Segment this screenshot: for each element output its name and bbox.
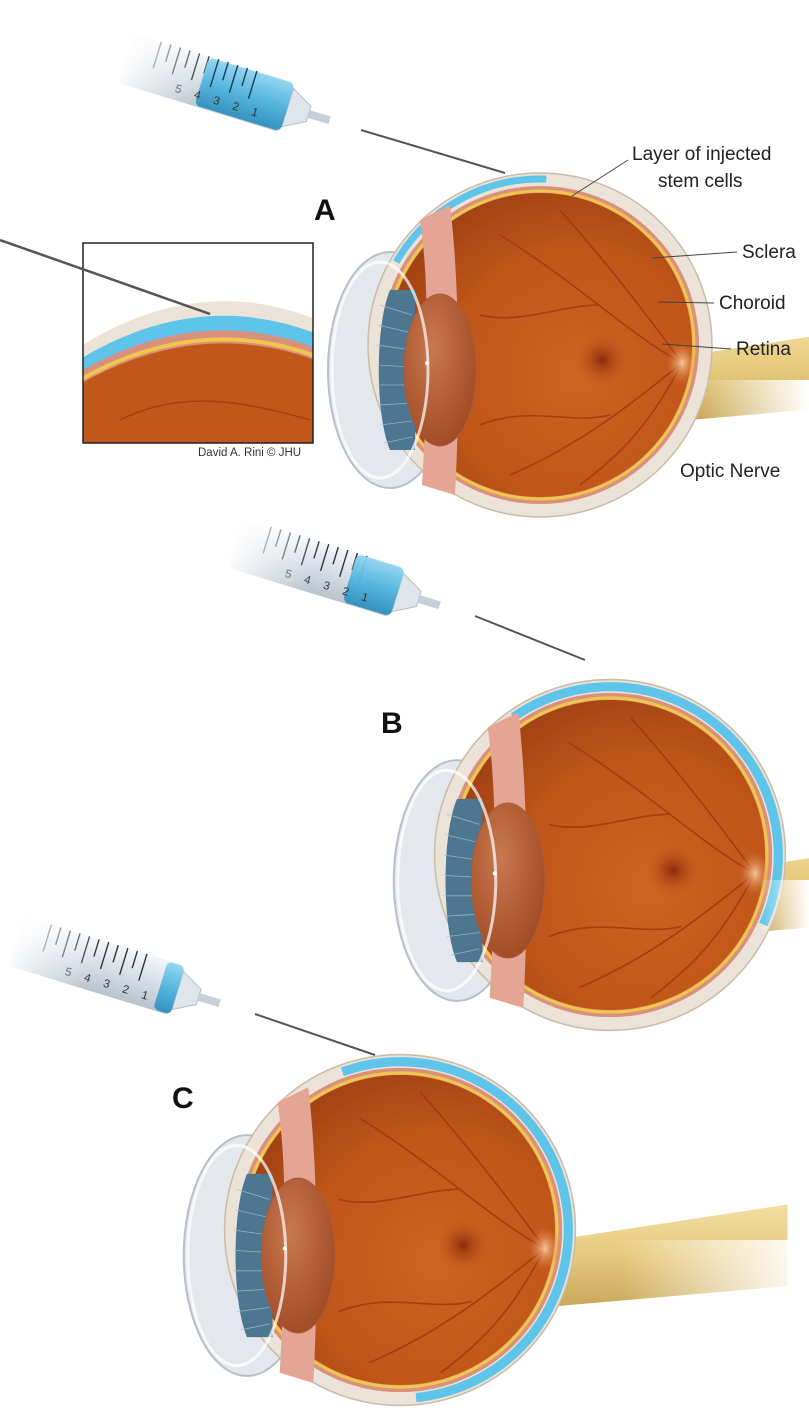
label-optic-nerve: Optic Nerve [680, 461, 780, 482]
label-retina: Retina [736, 339, 791, 360]
eye-b [376, 621, 809, 1090]
panel-label-a: A [314, 194, 336, 227]
label-injected-line1: Layer of injected [632, 144, 771, 165]
needle-b [475, 616, 585, 660]
eye-c [184, 1014, 788, 1416]
needle-a [361, 130, 505, 173]
panel-label-c: C [172, 1082, 194, 1115]
label-choroid: Choroid [719, 293, 786, 314]
label-injected-line2: stem cells [658, 171, 742, 192]
syringe-b: 1 2 3 4 5 [221, 513, 448, 634]
panel-label-b: B [381, 707, 403, 740]
syringe-c: 1 2 3 4 5 [1, 911, 228, 1032]
credit-text: David A. Rini © JHU [198, 447, 301, 459]
label-sclera: Sclera [742, 242, 796, 263]
syringe-a: 1 2 3 4 5 [111, 28, 338, 149]
needle-c [255, 1014, 375, 1055]
